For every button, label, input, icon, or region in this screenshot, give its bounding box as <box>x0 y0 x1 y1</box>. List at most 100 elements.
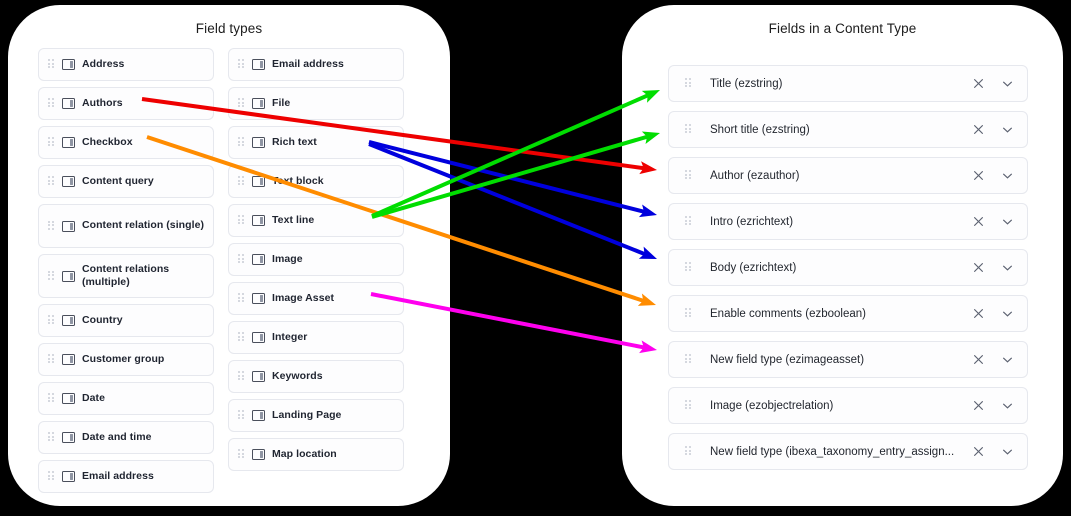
drag-handle-icon[interactable] <box>685 354 692 365</box>
content-type-field-label: Author (ezauthor) <box>710 169 800 182</box>
drag-handle-icon[interactable] <box>685 262 692 273</box>
close-icon[interactable] <box>970 444 986 460</box>
content-type-field-row[interactable]: Intro (ezrichtext) <box>668 203 1028 240</box>
content-type-field-label: Short title (ezstring) <box>710 123 810 136</box>
chevron-down-icon[interactable] <box>999 168 1015 184</box>
close-icon[interactable] <box>970 122 986 138</box>
content-type-field-row[interactable]: Short title (ezstring) <box>668 111 1028 148</box>
drag-handle-icon[interactable] <box>48 137 55 148</box>
field-type-card[interactable]: Email address <box>228 48 404 81</box>
field-type-icon <box>252 176 265 187</box>
drag-handle-icon[interactable] <box>685 216 692 227</box>
field-type-icon <box>62 354 75 365</box>
drag-handle-icon[interactable] <box>685 446 692 457</box>
field-type-label: Landing Page <box>272 408 342 421</box>
content-type-field-actions <box>970 214 1015 230</box>
content-type-field-row[interactable]: New field type (ezimageasset) <box>668 341 1028 378</box>
field-type-card[interactable]: Landing Page <box>228 399 404 432</box>
close-icon[interactable] <box>970 214 986 230</box>
drag-handle-icon[interactable] <box>48 270 55 282</box>
drag-handle-icon[interactable] <box>238 254 245 265</box>
drag-handle-icon[interactable] <box>238 449 245 460</box>
drag-handle-icon[interactable] <box>48 98 55 109</box>
drag-handle-icon[interactable] <box>238 371 245 382</box>
chevron-down-icon[interactable] <box>999 306 1015 322</box>
drag-handle-icon[interactable] <box>48 354 55 365</box>
field-type-label: Integer <box>272 330 308 343</box>
drag-handle-icon[interactable] <box>238 332 245 343</box>
content-type-field-row[interactable]: Title (ezstring) <box>668 65 1028 102</box>
field-type-card[interactable]: Text line <box>228 204 404 237</box>
close-icon[interactable] <box>970 306 986 322</box>
drag-handle-icon[interactable] <box>48 59 55 70</box>
drag-handle-icon[interactable] <box>48 471 55 482</box>
drag-handle-icon[interactable] <box>238 293 245 304</box>
drag-handle-icon[interactable] <box>685 400 692 411</box>
field-type-icon <box>62 98 75 109</box>
field-type-card[interactable]: Keywords <box>228 360 404 393</box>
chevron-down-icon[interactable] <box>999 398 1015 414</box>
field-type-card[interactable]: Customer group <box>38 343 214 376</box>
field-type-icon <box>252 98 265 109</box>
content-type-field-row[interactable]: Enable comments (ezboolean) <box>668 295 1028 332</box>
close-icon[interactable] <box>970 260 986 276</box>
field-type-card[interactable]: Authors <box>38 87 214 120</box>
field-type-card[interactable]: Email address <box>38 460 214 493</box>
field-type-card[interactable]: Integer <box>228 321 404 354</box>
field-type-icon <box>62 471 75 482</box>
chevron-down-icon[interactable] <box>999 444 1015 460</box>
content-type-field-label: Title (ezstring) <box>710 77 783 90</box>
drag-handle-icon[interactable] <box>48 393 55 404</box>
chevron-down-icon[interactable] <box>999 76 1015 92</box>
field-type-card[interactable]: Rich text <box>228 126 404 159</box>
drag-handle-icon[interactable] <box>238 137 245 148</box>
drag-handle-icon[interactable] <box>685 308 692 319</box>
field-type-card[interactable]: File <box>228 87 404 120</box>
field-type-card[interactable]: Content relation (single) <box>38 204 214 248</box>
content-type-field-label: New field type (ibexa_taxonomy_entry_ass… <box>710 445 955 458</box>
content-type-field-row[interactable]: Author (ezauthor) <box>668 157 1028 194</box>
content-type-field-label: Body (ezrichtext) <box>710 261 797 274</box>
drag-handle-icon[interactable] <box>238 410 245 421</box>
drag-handle-icon[interactable] <box>685 170 692 181</box>
content-type-field-row[interactable]: Image (ezobjectrelation) <box>668 387 1028 424</box>
content-type-field-actions <box>970 168 1015 184</box>
field-type-label: Authors <box>82 96 123 109</box>
drag-handle-icon[interactable] <box>238 59 245 70</box>
chevron-down-icon[interactable] <box>999 352 1015 368</box>
field-type-card[interactable]: Text block <box>228 165 404 198</box>
field-type-label: Date and time <box>82 430 152 443</box>
drag-handle-icon[interactable] <box>685 124 692 135</box>
field-type-card[interactable]: Country <box>38 304 214 337</box>
field-type-card[interactable]: Date <box>38 382 214 415</box>
field-type-card[interactable]: Date and time <box>38 421 214 454</box>
field-type-card[interactable]: Image Asset <box>228 282 404 315</box>
drag-handle-icon[interactable] <box>685 78 692 89</box>
field-type-icon <box>252 59 265 70</box>
drag-handle-icon[interactable] <box>238 98 245 109</box>
close-icon[interactable] <box>970 352 986 368</box>
chevron-down-icon[interactable] <box>999 214 1015 230</box>
drag-handle-icon[interactable] <box>48 315 55 326</box>
drag-handle-icon[interactable] <box>238 215 245 226</box>
field-type-card[interactable]: Checkbox <box>38 126 214 159</box>
field-type-card[interactable]: Image <box>228 243 404 276</box>
drag-handle-icon[interactable] <box>48 220 55 232</box>
content-type-field-row[interactable]: New field type (ibexa_taxonomy_entry_ass… <box>668 433 1028 470</box>
drag-handle-icon[interactable] <box>48 432 55 443</box>
drag-handle-icon[interactable] <box>238 176 245 187</box>
close-icon[interactable] <box>970 168 986 184</box>
field-type-card[interactable]: Content relations (multiple) <box>38 254 214 298</box>
content-type-field-row[interactable]: Body (ezrichtext) <box>668 249 1028 286</box>
drag-handle-icon[interactable] <box>48 176 55 187</box>
field-type-card[interactable]: Map location <box>228 438 404 471</box>
close-icon[interactable] <box>970 76 986 92</box>
field-type-label: Image <box>272 252 303 265</box>
field-type-card[interactable]: Address <box>38 48 214 81</box>
close-icon[interactable] <box>970 398 986 414</box>
chevron-down-icon[interactable] <box>999 260 1015 276</box>
field-type-card[interactable]: Content query <box>38 165 214 198</box>
chevron-down-icon[interactable] <box>999 122 1015 138</box>
